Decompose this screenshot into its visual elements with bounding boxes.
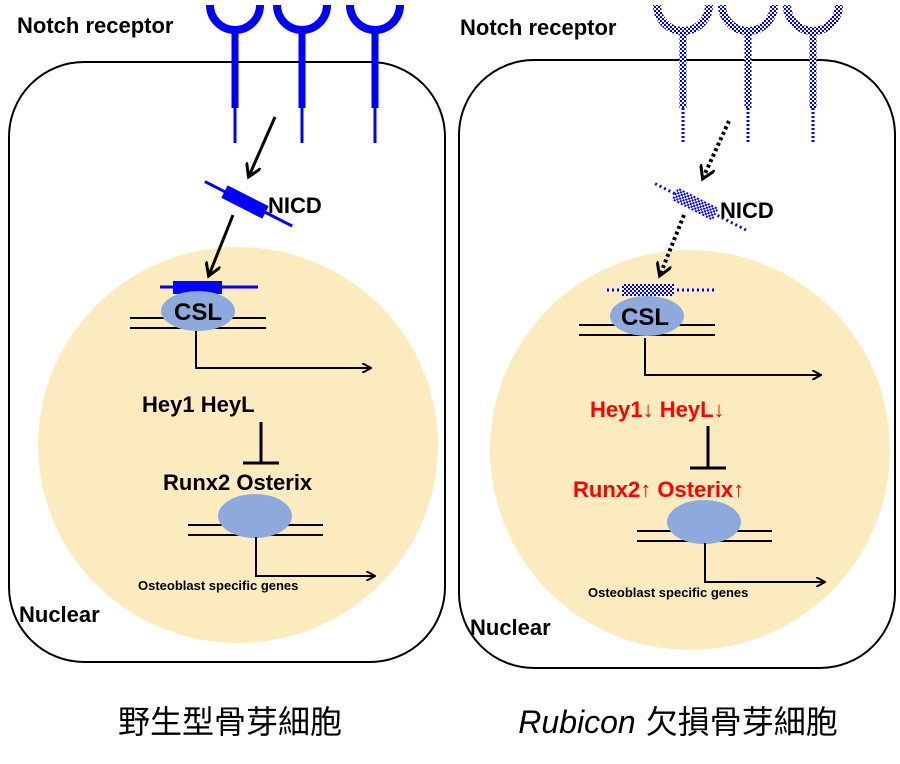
transcription-arrow bbox=[704, 543, 824, 582]
notch-receptor-icon-dotted bbox=[783, 4, 843, 142]
runx-genes-label: Runx2↑ Osterix↑ bbox=[573, 477, 744, 502]
receptor-label: Notch receptor bbox=[17, 13, 174, 38]
receptor-label: Notch receptor bbox=[460, 15, 617, 40]
hey-genes-label: Hey1 HeyL bbox=[142, 392, 255, 417]
hey-genes-label: Hey1↓ HeyL↓ bbox=[590, 397, 725, 422]
nicd-label: NICD bbox=[268, 193, 322, 218]
panel-rubicon-deficient: Notch receptor NICD CSL Hey1↓ HeyL↓ Runx… bbox=[458, 4, 896, 741]
genes-label: Osteoblast specific genes bbox=[138, 578, 298, 593]
notch-receptor-icon bbox=[206, 4, 264, 143]
transcription-arrow bbox=[644, 338, 820, 375]
cleavage-arrow-dotted bbox=[703, 120, 731, 178]
nucleus bbox=[490, 250, 890, 650]
runx-genes-label: Runx2 Osterix bbox=[163, 470, 313, 495]
notch-receptor-icon-dotted bbox=[718, 4, 778, 142]
translocation-arrow-dotted bbox=[660, 214, 686, 275]
inhibition-icon bbox=[243, 422, 279, 465]
transcription-factor-protein bbox=[667, 500, 741, 544]
notch-receptor-icon bbox=[273, 4, 331, 143]
notch-receptors bbox=[653, 4, 843, 142]
notch-receptor-icon-dotted bbox=[653, 4, 713, 142]
csl-label: CSL bbox=[621, 304, 669, 331]
transcription-arrow bbox=[195, 331, 370, 368]
panel-caption: Rubicon 欠損骨芽細胞 bbox=[518, 703, 837, 741]
nicd-bound-icon-dotted bbox=[607, 284, 717, 296]
nuclear-label: Nuclear bbox=[470, 615, 551, 640]
notch-receptor-icon bbox=[346, 4, 404, 143]
panel-caption: 野生型骨芽細胞 bbox=[118, 703, 342, 741]
csl-protein bbox=[610, 296, 684, 336]
nicd-icon-dotted bbox=[654, 182, 747, 232]
notch-receptors bbox=[206, 4, 404, 143]
cell-membrane bbox=[458, 59, 896, 669]
csl-protein bbox=[161, 291, 235, 331]
gene-name-italic: Rubicon bbox=[518, 704, 635, 740]
nicd-bound-icon bbox=[160, 281, 258, 294]
panel-wild-type: Notch receptor NICD CSL Hey1 HeyL Run bbox=[8, 4, 446, 741]
nuclear-label: Nuclear bbox=[19, 602, 100, 627]
csl-label: CSL bbox=[174, 299, 222, 326]
inhibition-icon bbox=[690, 426, 726, 470]
nicd-label: NICD bbox=[720, 198, 774, 223]
transcription-arrow bbox=[255, 537, 374, 576]
transcription-factor-protein bbox=[218, 494, 292, 538]
genes-label: Osteoblast specific genes bbox=[588, 585, 748, 600]
cell-membrane bbox=[8, 61, 446, 663]
caption-text: 欠損骨芽細胞 bbox=[646, 703, 838, 741]
translocation-arrow bbox=[209, 214, 235, 275]
nicd-icon bbox=[204, 180, 293, 228]
nucleus bbox=[38, 247, 438, 643]
cleavage-arrow bbox=[249, 116, 277, 176]
